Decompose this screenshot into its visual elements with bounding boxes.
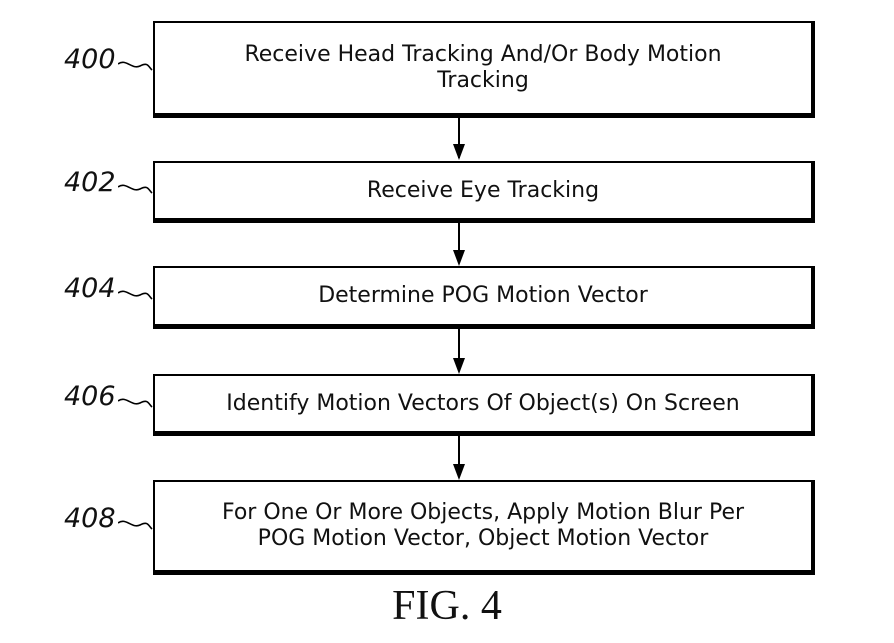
figure-label: FIG. 4	[392, 583, 502, 629]
leader-line-406	[118, 398, 153, 408]
leader-line-404	[118, 290, 153, 300]
step-box-404: Determine POG Motion Vector	[153, 266, 815, 329]
step-ref-404: 404	[64, 273, 116, 304]
step-ref-402: 402	[64, 167, 116, 198]
step-text-406: Identify Motion Vectors Of Object(s) On …	[226, 390, 740, 416]
arrow-406-408	[453, 436, 465, 480]
step-text-404: Determine POG Motion Vector	[318, 283, 648, 308]
leader-line-402	[118, 184, 153, 194]
step-ref-400: 400	[64, 44, 116, 75]
arrow-402-404	[453, 222, 465, 266]
step-ref-408: 408	[64, 503, 116, 534]
step-text-402: Receive Eye Tracking	[366, 177, 600, 203]
arrow-400-402	[453, 118, 465, 160]
step-text-408: For One Or More Objects, Apply Motion Bl…	[221, 500, 745, 551]
step-ref-406: 406	[64, 381, 116, 412]
step-box-406: Identify Motion Vectors Of Object(s) On …	[153, 374, 815, 436]
leader-line-408	[118, 520, 153, 530]
leader-line-400	[118, 61, 153, 71]
step-box-408: For One Or More Objects, Apply Motion Bl…	[153, 480, 815, 575]
step-text-400: Receive Head Tracking And/Or Body Motion…	[244, 42, 722, 93]
step-box-402: Receive Eye Tracking	[153, 161, 815, 223]
arrow-404-406	[453, 329, 465, 374]
step-box-400: Receive Head Tracking And/Or Body Motion…	[153, 21, 815, 118]
